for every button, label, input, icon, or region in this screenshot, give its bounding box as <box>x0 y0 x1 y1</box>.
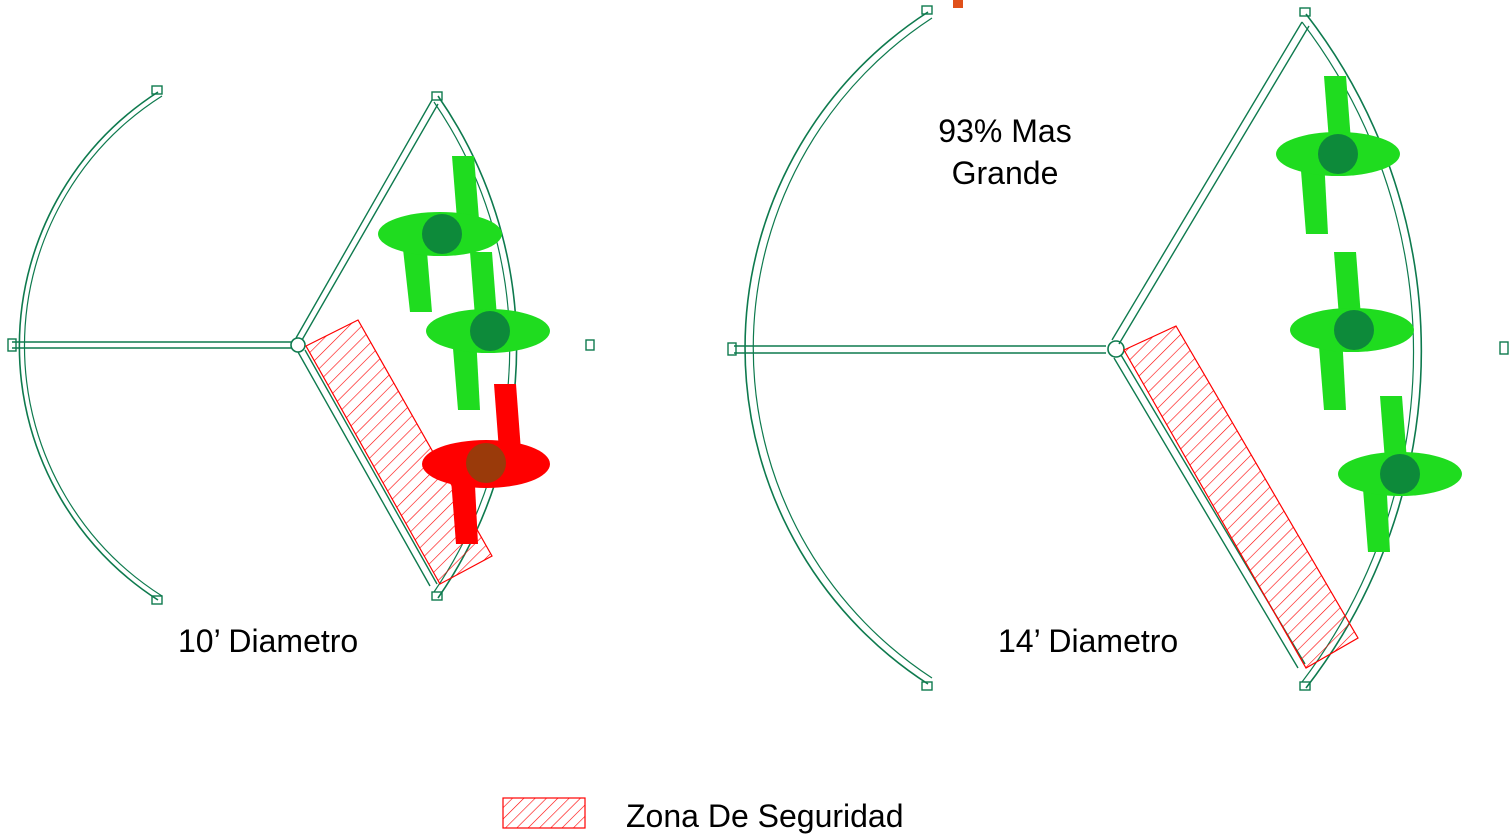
large-diameter-label: 14’ Diametro <box>998 623 1179 659</box>
person-figure-large-3 <box>1338 396 1462 552</box>
small-diameter-label: 10’ Diametro <box>178 623 359 659</box>
person-figure-small-2 <box>426 252 550 410</box>
large-arm-upper <box>1111 21 1303 341</box>
size-increase-line2: Grande <box>951 155 1059 191</box>
size-increase-label: 93% Mas Grande <box>930 110 1080 194</box>
size-increase-line1: 93% Mas <box>938 113 1072 149</box>
small-hub <box>290 337 306 353</box>
small-arm-lower <box>297 351 431 587</box>
person-figure-small-in-zone <box>422 384 550 544</box>
person-figure-large-1 <box>1276 76 1400 234</box>
accent-bar <box>953 0 963 8</box>
large-enclosure <box>727 5 1509 691</box>
person-figure-large-2 <box>1290 252 1414 410</box>
large-arm-lower <box>1113 357 1299 669</box>
large-safety-zone <box>1123 325 1359 669</box>
small-arm-upper <box>295 99 433 339</box>
small-safety-zone <box>305 319 493 585</box>
small-left-arc <box>18 91 159 601</box>
large-right-arc <box>1305 13 1423 689</box>
large-left-arc <box>744 11 929 685</box>
large-hub <box>1107 340 1125 358</box>
legend-safety-zone-swatch <box>502 797 586 829</box>
legend-safety-zone-label: Zona De Seguridad <box>626 798 904 834</box>
person-figure-small-1 <box>378 156 502 312</box>
